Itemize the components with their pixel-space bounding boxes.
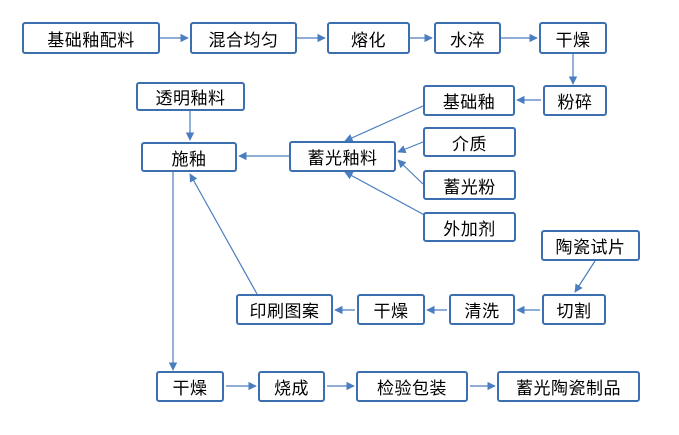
node-ceramic-tile: 陶瓷试片: [541, 230, 640, 261]
node-base-glaze-ingredients: 基础釉配料: [22, 22, 160, 54]
node-drying-1: 干燥: [539, 22, 607, 54]
node-inspection-packaging: 检验包装: [356, 371, 468, 402]
arrow-printing-to-glazing: [189, 173, 258, 295]
node-luminous-ceramic-product: 蓄光陶瓷制品: [497, 371, 640, 402]
node-printing-pattern: 印刷图案: [236, 294, 333, 325]
node-water-quench: 水淬: [434, 22, 501, 54]
node-cleaning: 清洗: [449, 294, 515, 325]
node-luminous-powder: 蓄光粉: [423, 170, 516, 200]
arrow-base-glaze-to-luminous-glaze: [344, 105, 424, 142]
node-base-glaze: 基础釉: [423, 85, 515, 116]
node-drying-2: 干燥: [357, 294, 425, 325]
node-additive: 外加剂: [423, 212, 516, 242]
arrow-tile-to-cutting: [574, 260, 596, 293]
arrow-medium-to-luminous-glaze: [397, 141, 424, 154]
node-cutting: 切割: [542, 294, 606, 325]
arrow-additive-to-luminous-glaze: [344, 171, 431, 219]
node-glazing: 施釉: [141, 142, 237, 172]
node-firing: 烧成: [258, 371, 325, 402]
node-luminous-glaze: 蓄光釉料: [289, 141, 396, 172]
node-mixing: 混合均匀: [190, 22, 297, 54]
node-melting: 熔化: [327, 22, 410, 54]
node-medium: 介质: [423, 127, 516, 157]
node-transparent-glaze: 透明釉料: [136, 82, 245, 111]
node-drying-3: 干燥: [156, 371, 224, 402]
arrow-powder-to-luminous-glaze: [397, 159, 424, 185]
node-crushing: 粉碎: [543, 85, 607, 116]
